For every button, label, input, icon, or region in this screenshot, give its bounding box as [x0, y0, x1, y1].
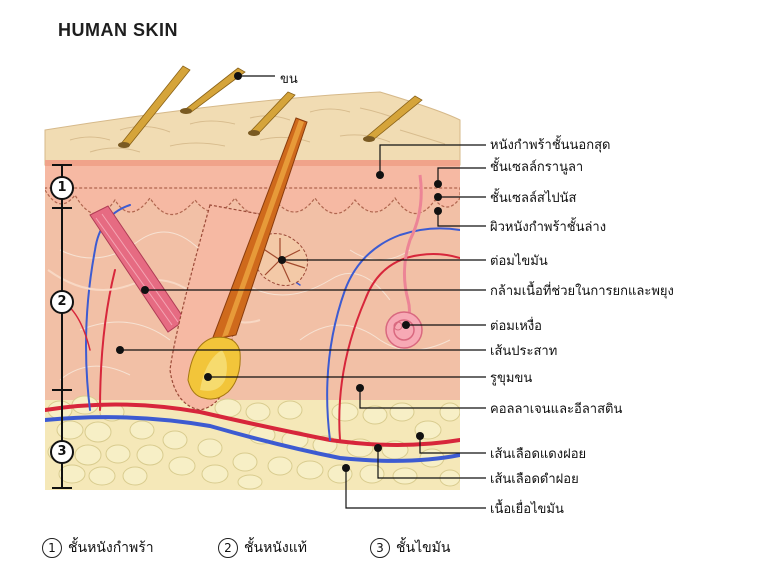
label-hair-follicle: รูขุมขน: [490, 367, 532, 388]
label-stratum-spinosum: ชั้นเซลล์สไปนัส: [490, 187, 576, 208]
label-arrector-pili: กล้ามเนื้อที่ช่วยในการยกและพยุง: [490, 280, 674, 301]
legend-number: 2: [218, 538, 238, 558]
legend-number: 1: [42, 538, 62, 558]
legend-item-epidermis: 1 ชั้นหนังกำพร้า: [42, 537, 154, 559]
label-adipose: เนื้อเยื่อไขมัน: [490, 498, 564, 519]
label-stratum-basale: ผิวหนังกำพร้าชั้นล่าง: [490, 216, 606, 237]
sweat-gland-coil: [386, 312, 422, 348]
layer-badge-1: 1: [50, 176, 74, 200]
layer-badge-2: 2: [50, 290, 74, 314]
legend-text: ชั้นหนังกำพร้า: [68, 537, 154, 559]
skin-surface: [45, 92, 460, 165]
label-sebaceous-gland: ต่อมไขมัน: [490, 250, 548, 271]
legend-item-dermis: 2 ชั้นหนังแท้: [218, 537, 307, 559]
label-stratum-granulosum: ชั้นเซลล์กรานูลา: [490, 156, 583, 177]
label-stratum-corneum: หนังกำพร้าชั้นนอกสุด: [490, 134, 610, 155]
label-artery: เส้นเลือดแดงฝอย: [490, 443, 586, 464]
label-vein: เส้นเลือดดำฝอย: [490, 468, 579, 489]
label-hair: ขน: [280, 68, 298, 89]
legend-text: ชั้นไขมัน: [396, 537, 450, 559]
layer-badge-3: 3: [50, 440, 74, 464]
label-collagen-elastin: คอลลาเจนและอีลาสติน: [490, 398, 622, 419]
label-nerve: เส้นประสาท: [490, 340, 557, 361]
legend-number: 3: [370, 538, 390, 558]
legend-item-hypodermis: 3 ชั้นไขมัน: [370, 537, 450, 559]
legend-text: ชั้นหนังแท้: [244, 537, 307, 559]
label-sweat-gland: ต่อมเหงื่อ: [490, 315, 542, 336]
